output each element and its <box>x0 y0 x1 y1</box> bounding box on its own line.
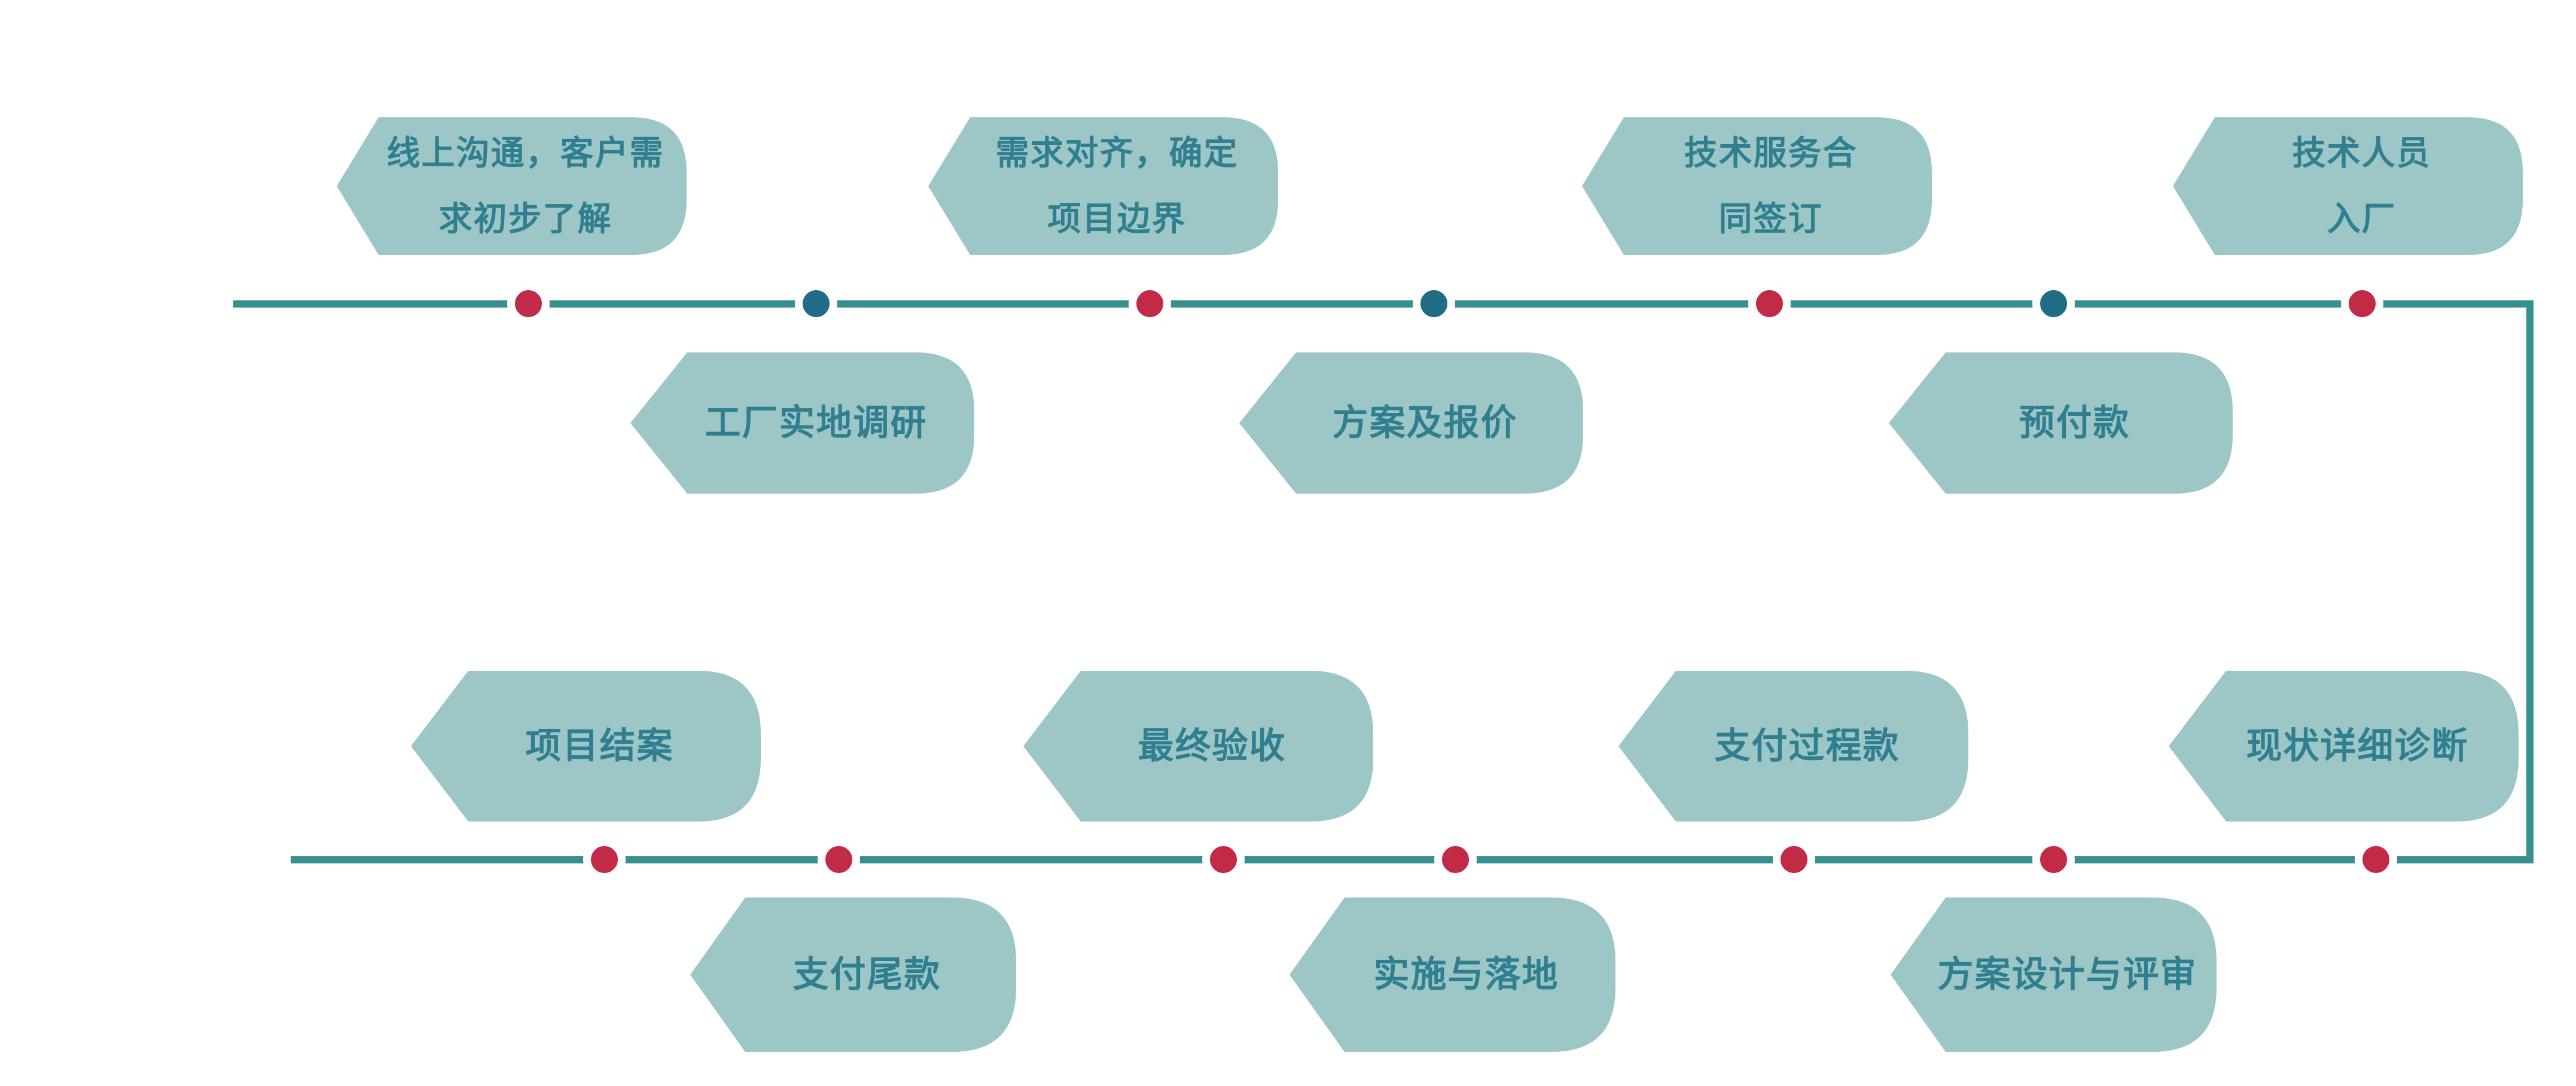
stage-advance-payment: 预付款 <box>1889 352 2233 494</box>
arrow-shape <box>1889 352 2233 494</box>
timeline1-dot-3 <box>1129 282 1171 325</box>
arrow-shape <box>337 117 687 255</box>
timeline2-dot-1 <box>583 838 626 881</box>
arrow-shape <box>630 352 974 494</box>
arrow-shape <box>1582 117 1932 255</box>
timeline2-dot-7 <box>2355 838 2397 881</box>
timeline1-dot-5 <box>1748 282 1791 325</box>
stage-solution-design-and-review: 方案设计与评审 <box>1891 898 2217 1052</box>
stage-requirement-alignment: 需求对齐，确定 项目边界 <box>928 117 1278 255</box>
stage-detailed-status-diagnosis: 现状详细诊断 <box>2169 671 2519 822</box>
arrow-shape <box>1618 671 1968 822</box>
stage-label: 方案设计与评审 <box>1937 954 2197 994</box>
stage-project-closure: 项目结案 <box>411 671 761 822</box>
timeline2-dot-3 <box>1202 838 1245 881</box>
arrow-shape <box>928 117 1278 255</box>
timeline-connector-vertical-line <box>2526 300 2534 863</box>
stage-online-communication: 线上沟通，客户需 求初步了解 <box>337 117 687 255</box>
stage-technicians-enter-factory: 技术人员 入厂 <box>2173 117 2523 255</box>
arrow-shape <box>1239 352 1583 494</box>
timeline1-dot-4 <box>1413 282 1455 325</box>
stage-label: 技术人员 入厂 <box>2292 134 2431 238</box>
timeline2-dot-2 <box>818 838 860 881</box>
stage-label: 最终验收 <box>1138 726 1287 766</box>
timeline1-dot-6 <box>2032 282 2075 325</box>
arrow-shape <box>1289 898 1615 1052</box>
timeline1-dot-1 <box>507 282 550 325</box>
stage-implementation-and-landing: 实施与落地 <box>1289 898 1615 1052</box>
arrow-shape <box>411 671 761 822</box>
arrow-shape <box>2169 671 2519 822</box>
timeline2-dot-5 <box>1773 838 1815 881</box>
timeline2-dot-4 <box>1434 838 1477 881</box>
timeline1-dot-7 <box>2341 282 2383 325</box>
stage-label: 线上沟通，客户需 求初步了解 <box>386 134 664 238</box>
stage-service-contract-signing: 技术服务合 同签订 <box>1582 117 1932 255</box>
stage-label: 现状详细诊断 <box>2246 726 2469 766</box>
arrow-shape <box>1891 898 2217 1052</box>
stage-factory-field-research: 工厂实地调研 <box>630 352 974 494</box>
timeline2-dot-6 <box>2032 838 2075 881</box>
stage-label: 项目结案 <box>525 726 674 766</box>
stage-final-acceptance: 最终验收 <box>1023 671 1373 822</box>
stage-label: 工厂实地调研 <box>705 403 928 443</box>
stage-proposal-and-quotation: 方案及报价 <box>1239 352 1583 494</box>
stage-label: 技术服务合 同签订 <box>1684 134 1858 238</box>
timeline-2-horizontal-line <box>291 856 2534 863</box>
stage-label: 支付过程款 <box>1714 726 1900 766</box>
arrow-shape <box>690 898 1016 1052</box>
stage-label: 支付尾款 <box>792 954 941 994</box>
stage-label: 实施与落地 <box>1373 954 1559 994</box>
arrow-shape <box>1023 671 1373 822</box>
stage-progress-payment: 支付过程款 <box>1618 671 1968 822</box>
stage-label: 需求对齐，确定 项目边界 <box>995 134 1239 238</box>
stage-final-payment: 支付尾款 <box>690 898 1016 1052</box>
stage-label: 方案及报价 <box>1332 403 1518 443</box>
arrow-shape <box>2173 117 2523 255</box>
timeline1-dot-2 <box>795 282 837 325</box>
stage-label: 预付款 <box>2019 403 2130 443</box>
timeline-1-horizontal-line <box>233 300 2534 308</box>
